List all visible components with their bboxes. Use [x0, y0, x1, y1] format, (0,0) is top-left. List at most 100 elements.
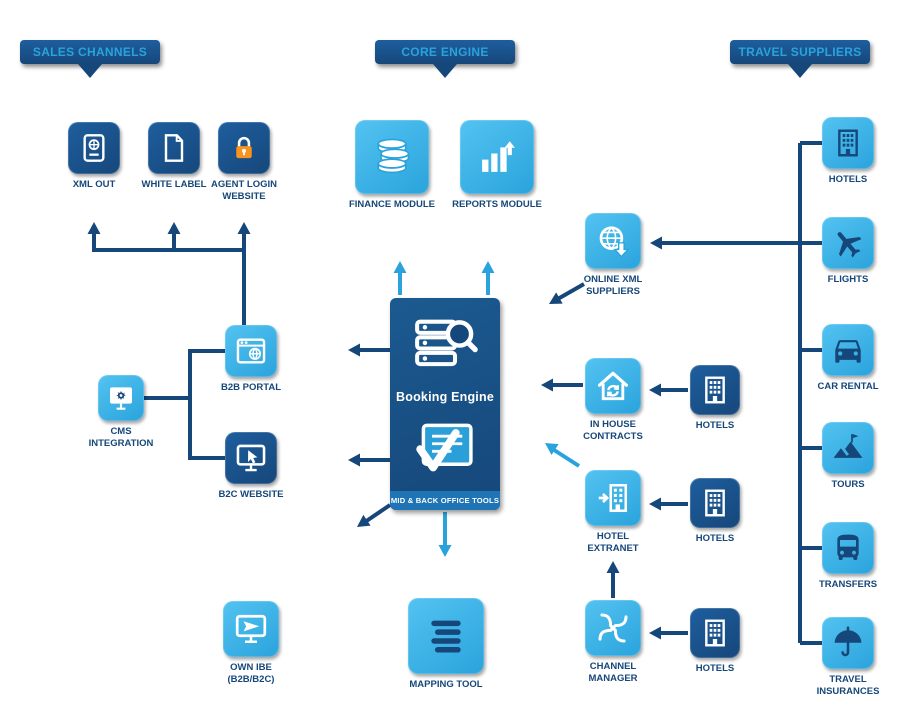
supplier-travel-insurances-node: TRAVEL INSURANCES: [808, 617, 888, 698]
online-xml-suppliers-label: ONLINE XML SUPPLIERS: [583, 274, 643, 297]
own-ibe-node: OWN IBE (B2B/B2C): [211, 601, 291, 686]
supplier-flights-label: FLIGHTS: [827, 274, 869, 285]
agent-login-label: AGENT LOGIN WEBSITE: [211, 179, 277, 202]
hotels-feeder-tile: [690, 365, 740, 415]
bright-lines: [398, 269, 581, 549]
b2c-website-tile: [225, 432, 277, 484]
mapping-tool-label: MAPPING TOOL: [409, 679, 483, 690]
hotels-feeder-node: HOTELS: [675, 365, 755, 432]
supplier-car-rental-label: CAR RENTAL: [817, 381, 879, 392]
building-icon: [705, 489, 725, 517]
globe-download-icon: [599, 226, 630, 258]
hotels-feeder-tile: [690, 608, 740, 658]
supplier-car-rental-tile: [822, 324, 874, 376]
monitor-cursor-icon: [236, 444, 266, 472]
airplane-icon: [837, 232, 862, 258]
white-label-tile: [148, 122, 200, 174]
b2b-portal-node: B2B PORTAL: [211, 325, 291, 394]
cms-integration-node: CMS INTEGRATION: [81, 375, 161, 450]
car-icon: [835, 340, 861, 363]
in-house-contracts-label: IN HOUSE CONTRACTS: [583, 419, 643, 442]
in-house-contracts-tile: [585, 358, 641, 414]
hotel-extranet-tile: [585, 470, 641, 526]
finance-module-node: FINANCE MODULE: [347, 120, 437, 211]
supplier-hotels-tile: [822, 117, 874, 169]
own-ibe-tile: [223, 601, 279, 657]
cms-integration-tile: [98, 375, 144, 421]
coins-icon: [377, 138, 410, 174]
banner-sales-channels: SALES CHANNELS: [20, 40, 160, 78]
reports-module-label: REPORTS MODULE: [452, 199, 542, 210]
hotels-feeder-label: HOTELS: [695, 420, 735, 431]
finance-module-label: FINANCE MODULE: [348, 199, 436, 210]
document-icon: [164, 134, 184, 162]
agent-login-tile: [218, 122, 270, 174]
bus-icon: [837, 534, 859, 560]
online-xml-suppliers-tile: [585, 213, 641, 269]
banner-tail: [433, 64, 457, 78]
supplier-travel-insurances-label: TRAVEL INSURANCES: [816, 674, 880, 697]
banner-core-engine: CORE ENGINE: [375, 40, 515, 78]
white-label-node: WHITE LABEL: [134, 122, 214, 191]
cms-integration-label: CMS INTEGRATION: [88, 426, 154, 449]
booking-engine-title: Booking Engine: [396, 389, 494, 404]
supplier-tours-label: TOURS: [831, 479, 865, 490]
banner-sales-channels-label: SALES CHANNELS: [32, 45, 148, 59]
channel-manager-tile: [585, 600, 641, 656]
hotels-feeder-label: HOTELS: [695, 663, 735, 674]
booking-engine-box: Booking Engine MID & BACK OFFICE TOOLS: [390, 298, 500, 510]
supplier-tours-tile: [822, 422, 874, 474]
mapping-tool-tile: [408, 598, 484, 674]
reports-module-node: REPORTS MODULE: [452, 120, 542, 211]
house-sync-icon: [597, 371, 629, 401]
navy-arrowheads: [87, 222, 662, 640]
browser-globe-icon: [236, 338, 266, 364]
supplier-flights-node: FLIGHTS: [808, 217, 888, 286]
own-ibe-label: OWN IBE (B2B/B2C): [227, 662, 275, 685]
online-xml-suppliers-node: ONLINE XML SUPPLIERS: [573, 213, 653, 298]
lock-icon: [236, 136, 252, 159]
b2b-portal-label: B2B PORTAL: [221, 382, 281, 393]
xml-out-tile: [68, 122, 120, 174]
banner-travel-suppliers: TRAVEL SUPPLIERS: [730, 40, 870, 78]
supplier-travel-insurances-tile: [822, 617, 874, 669]
umbrella-icon: [834, 626, 862, 657]
banner-travel-suppliers-label: TRAVEL SUPPLIERS: [738, 45, 862, 59]
passport-icon: [83, 134, 105, 162]
b2c-website-node: B2C WEBSITE: [211, 432, 291, 501]
monitor-send-icon: [235, 614, 267, 644]
channel-swirl-icon: [598, 613, 628, 643]
in-house-contracts-node: IN HOUSE CONTRACTS: [573, 358, 653, 443]
building-enter-icon: [598, 483, 628, 513]
xml-out-label: XML OUT: [72, 179, 116, 190]
hotels-feeder-tile: [690, 478, 740, 528]
supplier-transfers-tile: [822, 522, 874, 574]
server-search-icon: [415, 319, 478, 366]
booking-engine-band: MID & BACK OFFICE TOOLS: [390, 491, 500, 510]
bright-arrowheads: [393, 261, 559, 557]
supplier-hotels-node: HOTELS: [808, 117, 888, 186]
supplier-car-rental-node: CAR RENTAL: [808, 324, 888, 393]
finance-module-tile: [355, 120, 429, 194]
mountain-flag-icon: [833, 434, 863, 458]
checklist-icon: [416, 423, 473, 472]
supplier-transfers-label: TRANSFERS: [818, 579, 878, 590]
banner-tail: [78, 64, 102, 78]
channel-manager-node: CHANNEL MANAGER: [573, 600, 653, 685]
list-icon: [431, 620, 461, 653]
supplier-flights-tile: [822, 217, 874, 269]
building-icon: [705, 619, 725, 647]
hotels-feeder-label: HOTELS: [695, 533, 735, 544]
bar-chart-icon: [482, 141, 515, 172]
b2c-website-label: B2C WEBSITE: [218, 489, 284, 500]
banner-tail: [788, 64, 812, 78]
white-label-label: WHITE LABEL: [141, 179, 207, 190]
monitor-gear-icon: [110, 387, 132, 410]
banner-core-engine-label: CORE ENGINE: [401, 45, 489, 59]
mapping-tool-node: MAPPING TOOL: [401, 598, 491, 691]
supplier-transfers-node: TRANSFERS: [808, 522, 888, 591]
hotels-feeder-node: HOTELS: [675, 608, 755, 675]
hotels-feeder-node: HOTELS: [675, 478, 755, 545]
agent-login-node: AGENT LOGIN WEBSITE: [204, 122, 284, 203]
